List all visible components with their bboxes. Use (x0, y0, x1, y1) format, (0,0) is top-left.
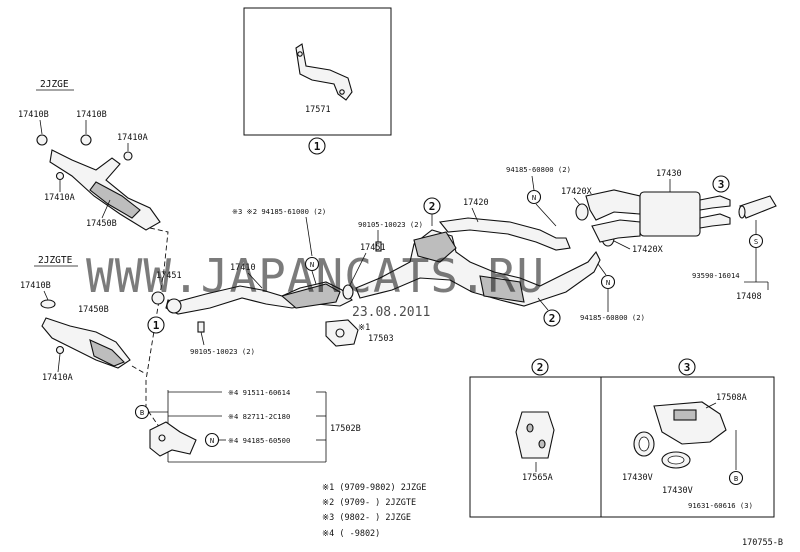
callout-n-a-text: N (310, 260, 314, 269)
label-17430: 17430 (656, 169, 682, 179)
callout-circle-2-bottom: 2 (543, 309, 561, 327)
callout-2-left-text: 2 (429, 200, 436, 213)
callout-b-a: B (134, 404, 150, 420)
callout-n-b-text: N (532, 193, 536, 202)
gasket-17410B-b (80, 134, 92, 146)
label-94185-60800-a: 94185-60800 (2) (506, 165, 571, 174)
callout-circle-1-left: 1 (147, 316, 165, 334)
label-90105-10023-b: 90105-10023 (2) (190, 347, 255, 356)
gasket-17410B-c (40, 299, 56, 309)
callout-n-d-text: N (210, 436, 214, 445)
figure-id: 170755-B (742, 538, 783, 548)
bolt-90105-10023-a (375, 241, 382, 252)
callout-2-bottom-text: 2 (549, 312, 556, 325)
label-94185-60800-b: 94185-60800 (2) (580, 313, 645, 322)
gasket-17410A-a (123, 151, 133, 161)
callout-b-a-text: B (140, 408, 144, 417)
label-17450B-b: 17450B (78, 305, 109, 315)
muffler-17430 (585, 189, 731, 243)
callout-s-text: S (754, 237, 758, 246)
label-17408: 17408 (736, 292, 762, 302)
gasket-17410A-b (55, 171, 65, 181)
note-2: ※2 (9709- ) 2JZGTE (322, 498, 416, 508)
label-17410: 17410 (230, 263, 256, 273)
label-91511-60614: ※4 91511-60614 (228, 388, 290, 397)
bracket-17571 (295, 43, 353, 101)
label-90105-10023-a: 90105-10023 (2) (358, 220, 423, 229)
callout-3-detail-text: 3 (684, 361, 691, 374)
label-17430V-b: 17430V (662, 486, 693, 496)
converter-17450B-top (49, 149, 161, 231)
engine-label-2jzgte: 2JZGTE (38, 255, 73, 266)
gasket-17430V-b (661, 451, 691, 469)
label-17410B-b: 17410B (76, 110, 107, 120)
label-17430V-a: 17430V (622, 473, 653, 483)
watermark-date: 23.08.2011 (352, 305, 430, 320)
callout-2-detail-text: 2 (537, 361, 544, 374)
label-94185-61000: ※3 ※2 94185-61000 (2) (232, 207, 326, 216)
callout-1-top-text: 1 (314, 140, 321, 153)
label-17410A-a: 17410A (117, 133, 148, 143)
note-3: ※3 (9802- ) 2JZGE (322, 513, 411, 523)
label-17410A-c: 17410A (42, 373, 73, 383)
label-17410A-b: 17410A (44, 193, 75, 203)
callout-circle-3-detail: 3 (678, 358, 696, 376)
label-17502B: 17502B (330, 424, 361, 434)
callout-n-c: N (600, 274, 616, 290)
label-17410B-c: 17410B (20, 281, 51, 291)
callout-circle-2-detail: 2 (531, 358, 549, 376)
gasket-17451-a (151, 291, 165, 305)
label-17451-a: 17451 (156, 271, 182, 281)
label-94185-60500: ※4 94185-60500 (228, 436, 290, 445)
bolt-90105-10023-b (197, 321, 205, 333)
label-17508A: 17508A (716, 393, 747, 403)
label-17571: 17571 (305, 105, 331, 115)
label-17420: 17420 (463, 198, 489, 208)
label-17503: 17503 (368, 334, 394, 344)
callout-b-b-text: B (734, 474, 738, 483)
tail-pipe-17408 (738, 195, 777, 219)
label-82711-2C180: ※4 82711-2C180 (228, 412, 290, 421)
label-91631-60616: 91631-60616 (3) (688, 501, 753, 510)
label-17420X-a: 17420X (561, 187, 593, 197)
label-93590-16014: 93590-16014 (692, 271, 740, 280)
callout-n-d: N (204, 432, 220, 448)
gasket-17410B-a (36, 134, 48, 146)
gasket-17451-b (342, 284, 354, 300)
heat-insulator-17508A (653, 401, 727, 445)
callout-n-a: N (304, 256, 320, 272)
note-4: ※4 ( -9802) (322, 529, 380, 539)
front-pipe-17410 (165, 281, 353, 315)
detail-box-1 (243, 7, 392, 136)
callout-3-top-text: 3 (718, 178, 725, 191)
callout-1-left-text: 1 (153, 319, 160, 332)
engine-label-2jzge: 2JZGE (40, 79, 69, 90)
detail-box-2-3 (469, 376, 775, 518)
mark-17503: ※1 (358, 323, 370, 333)
note-1: ※1 (9709-9802) 2JZGE (322, 483, 426, 493)
rubber-hanger-17565A (515, 411, 555, 459)
converter-17450B-bottom (41, 317, 131, 369)
callout-circle-3-top: 3 (712, 175, 730, 193)
bracket-17502B (149, 421, 197, 457)
callout-circle-1-top: 1 (308, 137, 326, 155)
label-17420X-b: 17420X (632, 245, 664, 255)
callout-circle-2-left: 2 (423, 197, 441, 215)
callout-n-b: N (526, 189, 542, 205)
label-17565A: 17565A (522, 473, 553, 483)
watermark-site: WWW.JAPANCATS.RU (86, 249, 545, 303)
label-17410B-a: 17410B (18, 110, 49, 120)
gasket-17420X-a (575, 203, 589, 221)
callout-b-b: B (728, 470, 744, 486)
gasket-17430V-a (633, 431, 655, 457)
callout-s: S (748, 233, 764, 249)
hanger-17503 (325, 319, 359, 347)
center-pipe-17420 (355, 217, 601, 307)
label-17451-b: 17451 (360, 243, 386, 253)
callout-n-c-text: N (606, 278, 610, 287)
label-17450B-a: 17450B (86, 219, 117, 229)
gasket-17410A-c (55, 345, 65, 355)
